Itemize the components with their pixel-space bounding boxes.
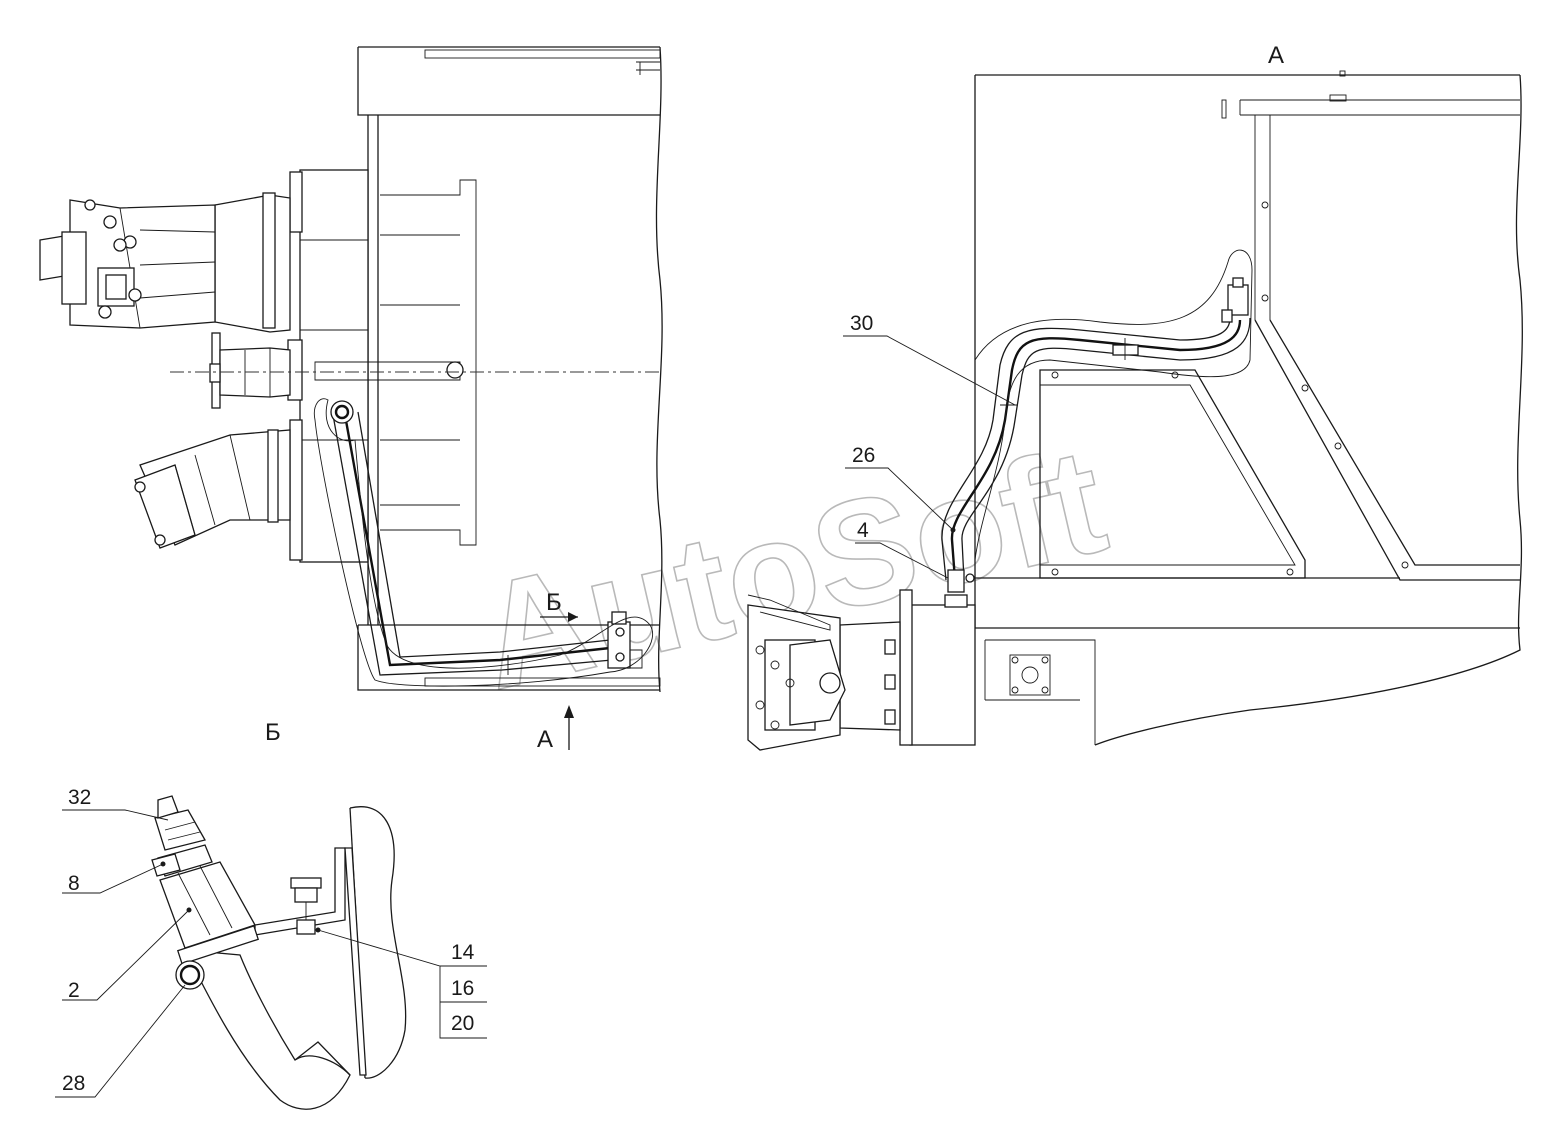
- callout-26: 26: [852, 444, 875, 467]
- callouts-right: 30 26 4: [843, 312, 1016, 579]
- callout-30: 30: [850, 312, 873, 335]
- callout-2: 2: [68, 979, 80, 1002]
- callout-16: 16: [451, 977, 474, 1000]
- callout-32: 32: [68, 786, 91, 809]
- callouts-detail: 32 8 2 28 14 16 20: [55, 786, 487, 1098]
- view-label-b: Б: [265, 719, 281, 746]
- arrow-label-a: A: [537, 726, 553, 753]
- view-label-a: A: [1268, 42, 1284, 69]
- callout-28: 28: [62, 1072, 85, 1095]
- right-section-view: [747, 70, 1523, 751]
- detail-fitting-view: [151, 795, 407, 1110]
- callout-14: 14: [451, 941, 475, 964]
- callout-20: 20: [451, 1012, 474, 1035]
- callout-4: 4: [857, 519, 869, 542]
- left-assembly-view: [39, 46, 663, 750]
- callout-8: 8: [68, 872, 80, 895]
- arrow-label-b: Б: [546, 589, 562, 616]
